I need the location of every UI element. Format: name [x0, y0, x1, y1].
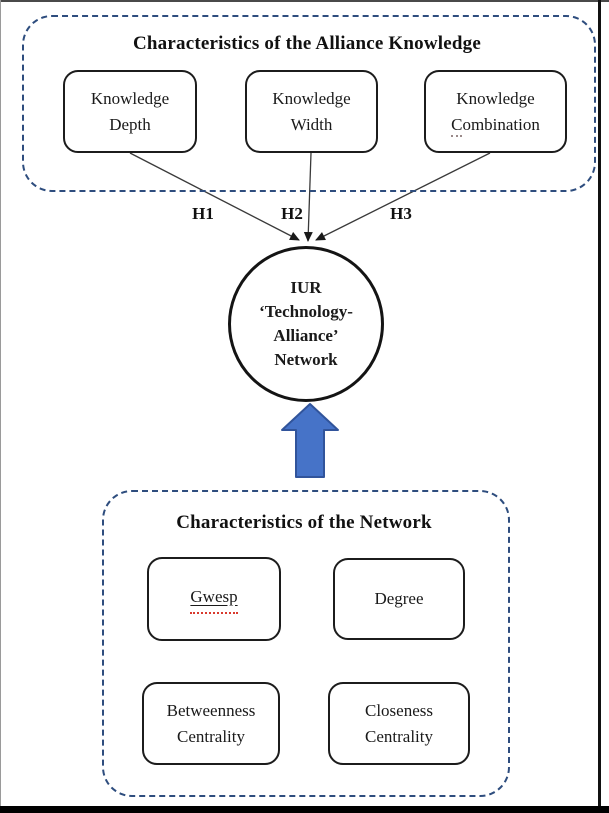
- alliance-knowledge-group: [22, 15, 596, 192]
- gwesp-box: Gwesp: [147, 557, 281, 641]
- hypothesis-label-h3: H3: [390, 204, 412, 223]
- knowledge-depth-box: Knowledge Depth: [63, 70, 197, 153]
- combination-line2-rest: ombination: [462, 114, 540, 134]
- hypothesis-label-h1: H1: [192, 204, 214, 223]
- knowledge-combination-label: Knowledge Combination: [451, 86, 540, 137]
- closeness-centrality-label: Closeness Centrality: [365, 701, 433, 746]
- knowledge-width-label: Knowledge Width: [272, 89, 351, 134]
- gwesp-label: Gwesp: [190, 586, 238, 606]
- iur-line2: ‘Technology-: [259, 302, 353, 322]
- iur-line4: Network: [274, 349, 338, 369]
- frame-left-edge: [0, 0, 1, 813]
- closeness-centrality-box: Closeness Centrality: [328, 682, 470, 765]
- betweenness-centrality-label: Betweenness Centrality: [166, 701, 256, 746]
- degree-label: Degree: [374, 589, 424, 609]
- degree-box: Degree: [333, 558, 465, 640]
- network-characteristics-title: Characteristics of the Network: [176, 512, 432, 533]
- frame-bottom-edge: [0, 806, 609, 813]
- gwesp-spellcheck-squiggle: Gwesp: [190, 584, 238, 615]
- iur-line1: IUR: [290, 278, 322, 298]
- hypothesis-label-h2: H2: [281, 204, 303, 223]
- frame-right-edge: [598, 0, 601, 813]
- frame-top-edge: [0, 0, 609, 2]
- betweenness-centrality-box: Betweenness Centrality: [142, 682, 280, 765]
- knowledge-width-box: Knowledge Width: [245, 70, 378, 153]
- knowledge-depth-label: Knowledge Depth: [90, 89, 170, 134]
- alliance-knowledge-title: Characteristics of the Alliance Knowledg…: [132, 33, 482, 54]
- spellcheck-dots: C: [451, 114, 463, 137]
- network-characteristics-group: [102, 490, 510, 797]
- iur-network-node: IUR ‘Technology- Alliance’ Network: [228, 246, 384, 402]
- block-up-arrow: [281, 403, 339, 478]
- knowledge-combination-box: Knowledge Combination: [424, 70, 567, 153]
- combination-line1: Knowledge: [456, 89, 535, 108]
- iur-line3: Alliance’: [273, 326, 339, 345]
